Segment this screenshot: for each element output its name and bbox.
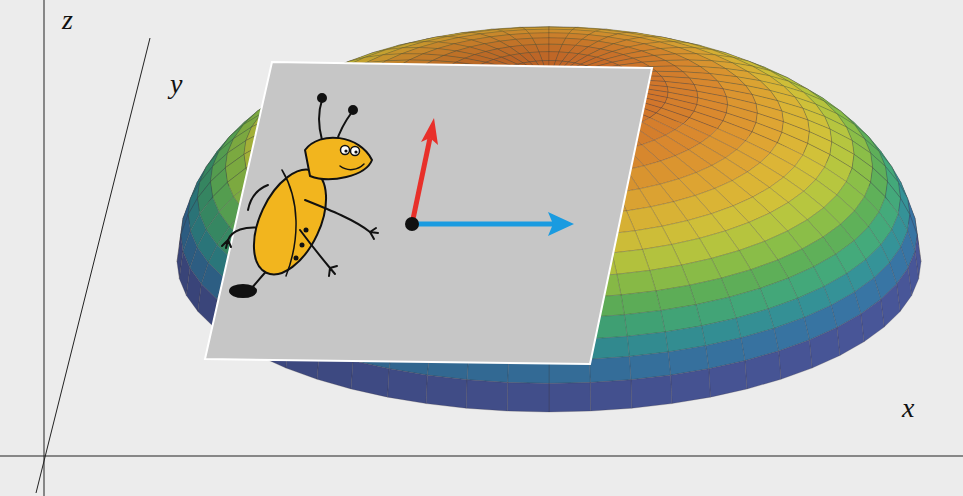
red-arrowhead [421, 118, 438, 145]
smile [340, 164, 364, 170]
surface-facet [631, 375, 672, 408]
spot [300, 243, 305, 248]
axis-label: y [170, 70, 182, 98]
leg [248, 185, 268, 210]
leg [300, 230, 330, 268]
surface-facet [809, 328, 839, 368]
surface-facet [745, 351, 781, 389]
bug-head [305, 138, 372, 179]
claw [370, 228, 378, 239]
surface-facet [709, 361, 747, 397]
z-axis [44, 0, 45, 496]
plane-sheet [205, 62, 652, 364]
antenna-tip [349, 106, 357, 114]
surface-facet [671, 369, 711, 404]
blue-arrowhead [548, 212, 574, 236]
eye [341, 146, 350, 155]
x-axis [0, 456, 963, 457]
leg [305, 200, 370, 232]
wing-seam [282, 170, 296, 276]
eye [351, 147, 360, 156]
spot [294, 256, 299, 261]
surface-facet [612, 249, 650, 274]
surface-facet [881, 284, 900, 327]
blue-vector [412, 222, 556, 227]
surface-facet [629, 352, 670, 380]
surface-facet [426, 375, 467, 408]
dome-surface [177, 27, 921, 412]
spot [304, 228, 309, 233]
bug-cartoon [222, 94, 378, 297]
claw [222, 240, 231, 248]
surface-facet [861, 299, 884, 341]
y-axis [36, 38, 150, 493]
foot [230, 285, 256, 297]
tangent-plane [205, 62, 652, 364]
surface-facet [589, 356, 631, 382]
tangent-point [405, 217, 419, 231]
surface-facet [388, 369, 428, 404]
claw [329, 266, 337, 276]
surface-facet [779, 340, 812, 379]
surface-facet [549, 383, 591, 412]
red-vector [412, 138, 430, 224]
surface-facet [351, 361, 389, 397]
vectors [405, 118, 574, 236]
surface-facet [617, 270, 656, 295]
axis-label: x [902, 394, 914, 422]
antenna-tip [318, 94, 326, 102]
antenna [319, 100, 322, 140]
axis-label: z [62, 6, 73, 34]
surface-facet [590, 380, 632, 411]
pupil [354, 150, 357, 153]
pupil [344, 149, 347, 152]
surface-facet [507, 383, 549, 412]
surface-facet [466, 380, 508, 411]
surface-facet [837, 314, 864, 356]
